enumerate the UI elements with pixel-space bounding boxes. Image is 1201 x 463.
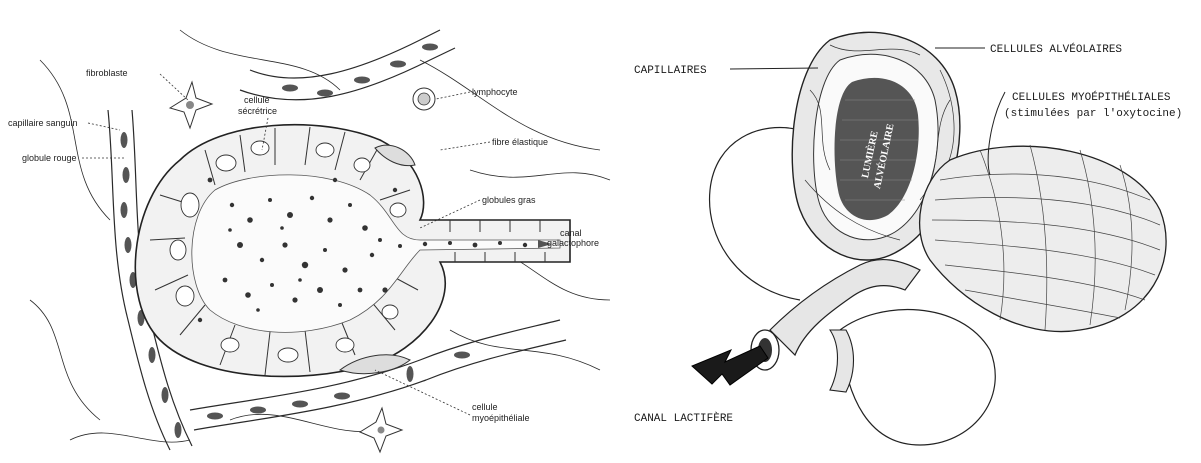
alveolus-bottom-balloon	[840, 310, 995, 445]
label-cellules-myo-1: CELLULES MYOÉPITHÉLIALES	[1012, 90, 1171, 104]
fibroblast-cell-lower	[360, 408, 402, 452]
label-lymphocyte: lymphocyte	[472, 87, 518, 97]
milk-flow-arrow	[692, 346, 768, 385]
label-canal-1: canal	[560, 228, 582, 238]
label-globule-rouge: globule rouge	[22, 153, 77, 163]
alveolus	[135, 125, 570, 377]
label-capillaire-sanguin: capillaire sanguin	[8, 118, 78, 128]
label-globules-gras: globules gras	[482, 195, 536, 205]
label-cellule-secretrice-1: cellule	[244, 95, 270, 105]
alveolus-left-balloon	[710, 128, 800, 301]
label-cellules-alveolaires: CELLULES ALVÉOLAIRES	[990, 42, 1122, 56]
label-canal-2: galactophore	[547, 238, 599, 248]
right-diagram: CAPILLAIRES CELLULES ALVÉOLAIRES CELLULE…	[634, 32, 1182, 445]
label-cellule-myo-2: myoépithéliale	[472, 413, 530, 423]
left-diagram: fibroblaste capillaire sanguin globule r…	[8, 30, 610, 452]
alveolus-myoepithelial	[920, 145, 1166, 332]
label-canal-lactifere: CANAL LACTIFÈRE	[634, 411, 733, 425]
label-cellule-secretrice-2: sécrétrice	[238, 106, 277, 116]
label-capillaires: CAPILLAIRES	[634, 65, 707, 77]
label-cellules-myo-2: (stimulées par l'oxytocine)	[1004, 108, 1182, 120]
fibroblast-cell	[170, 82, 212, 128]
label-fibre-elastique: fibre élastique	[492, 137, 548, 147]
lymphocyte-cell	[413, 88, 435, 110]
label-fibroblaste: fibroblaste	[86, 68, 128, 78]
label-cellule-myo-1: cellule	[472, 402, 498, 412]
